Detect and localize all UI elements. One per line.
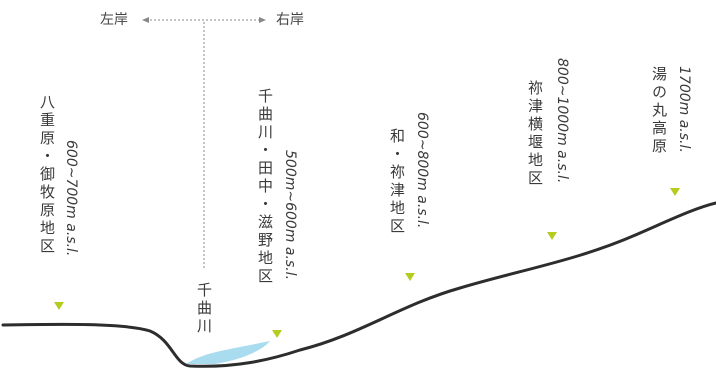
zone-name-netsu-yokoseki: 祢津横堰地区: [526, 80, 544, 188]
arrow-right-icon: [259, 17, 266, 23]
zone-altitude-yunomaru-kogen: 1700m a.s.l.: [676, 66, 692, 153]
zone-altitude-kano-netsu: 600~800m a.s.l.: [414, 112, 430, 229]
triangle-marker-icon: [670, 188, 680, 196]
zone-altitude-netsu-yokoseki: 800~1000m a.s.l.: [554, 58, 570, 184]
terrain-profile-line: [1, 201, 716, 368]
river-water: [186, 341, 270, 364]
river-label: 千曲川: [195, 282, 213, 336]
left-bank-label: 左岸: [100, 12, 128, 28]
triangle-marker-icon: [54, 302, 64, 310]
triangle-marker-icon: [405, 273, 415, 281]
arrow-left-icon: [142, 17, 149, 23]
zone-name-yaeharamimakihara: 八重原・御牧原地区: [38, 94, 56, 256]
zone-altitude-chikumagawa-tanaka-shigeno: 500m~600m a.s.l.: [282, 150, 298, 281]
triangle-marker-icon: [547, 232, 557, 240]
zone-name-kano-netsu: 和・祢津地区: [388, 128, 406, 236]
zone-altitude-yaeharamimakihara: 600~700m a.s.l.: [63, 140, 79, 257]
zone-name-chikumagawa-tanaka-shigeno: 千曲川・田中・滋野地区: [256, 88, 274, 286]
right-bank-label: 右岸: [276, 12, 304, 28]
zone-name-yunomaru-kogen: 湯の丸高原: [650, 66, 668, 156]
triangle-marker-icon: [272, 330, 282, 338]
